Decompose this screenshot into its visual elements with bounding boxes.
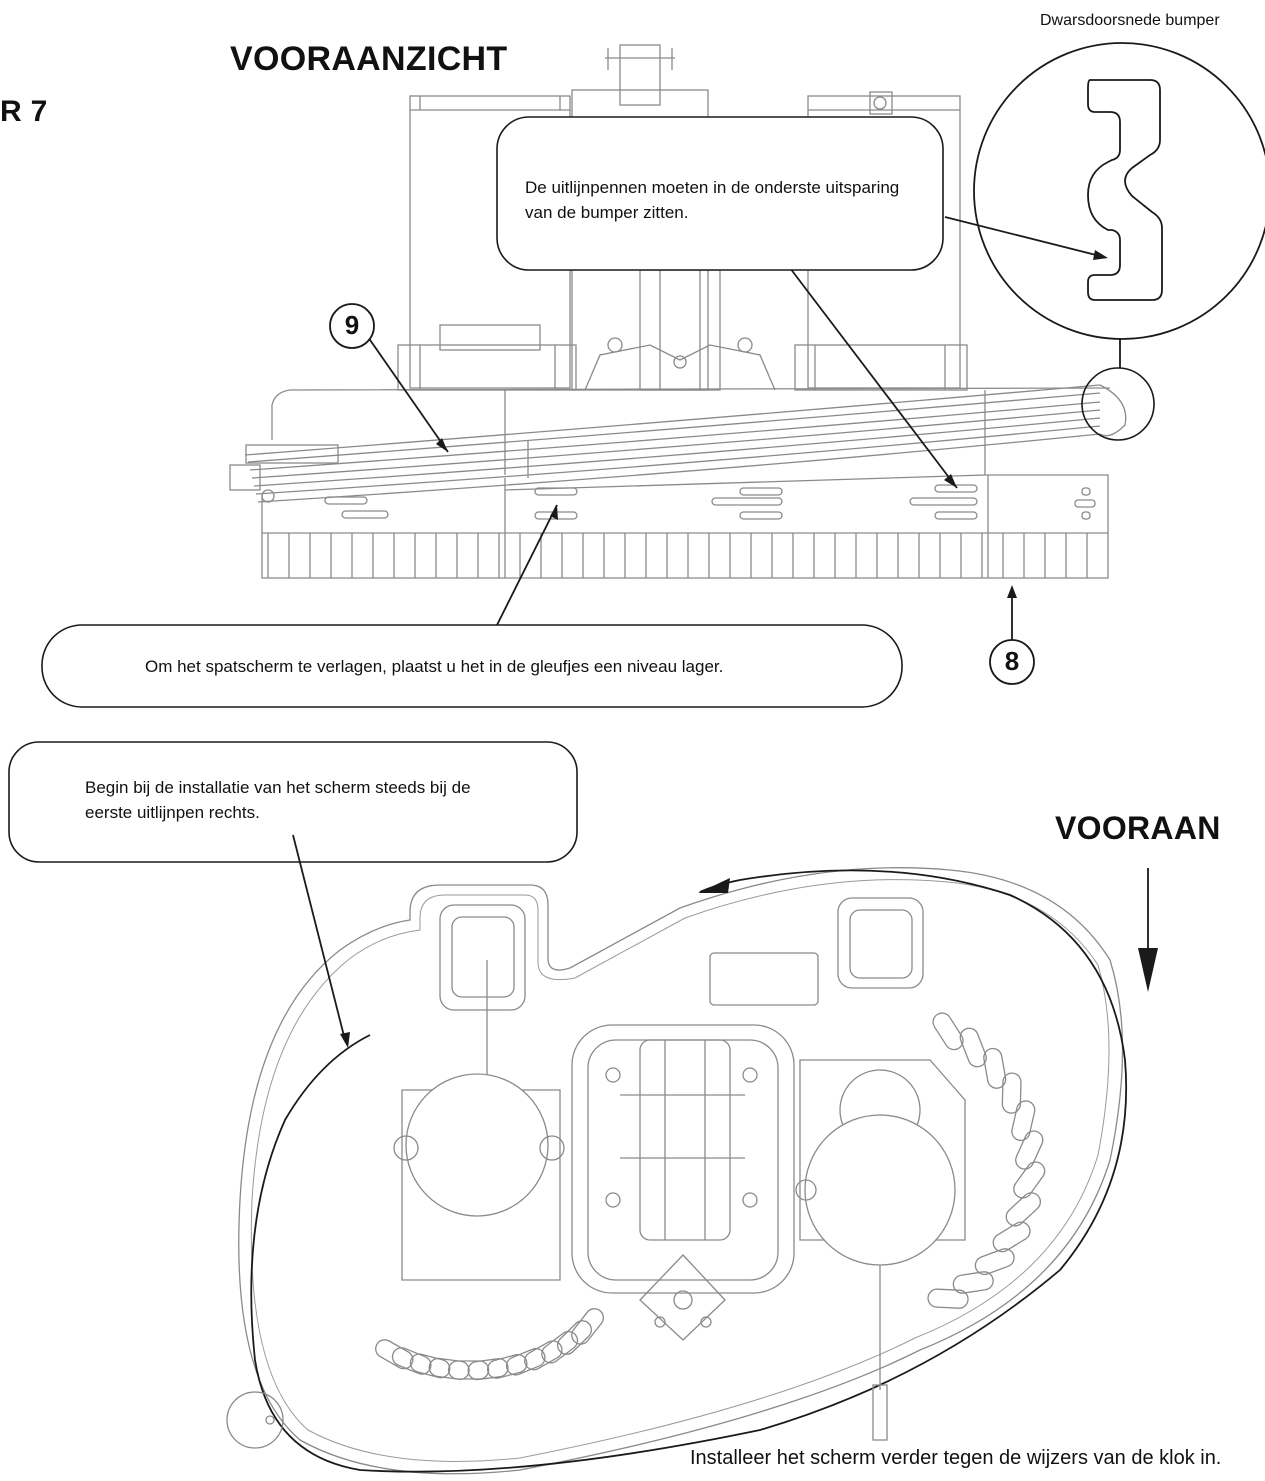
front-view-title: VOORAANZICHT — [230, 40, 508, 78]
callout-box-alignment-pins — [496, 116, 944, 271]
front-direction-label: VOORAAN — [1055, 810, 1221, 846]
vent-slot — [959, 1027, 987, 1068]
splash-shield-front — [261, 474, 1109, 579]
vent-slot — [1001, 1072, 1022, 1114]
vent-slot — [927, 1288, 969, 1309]
vent-slot — [409, 1353, 451, 1379]
cross-section-magnifier — [944, 42, 1265, 441]
vent-slot — [983, 1047, 1007, 1089]
vent-slot — [428, 1357, 470, 1380]
vent-slot — [556, 1320, 593, 1355]
bumper-front — [229, 384, 1127, 503]
vent-slot — [952, 1271, 994, 1294]
callout-lower-shield-text: Om het spatscherm te verlagen, plaatst u… — [145, 657, 724, 676]
front-direction-arrow — [1138, 948, 1158, 992]
callout-start-install-text: Begin bij de installatie van het scherm … — [85, 778, 471, 822]
vent-slot — [1013, 1161, 1046, 1199]
callout-box-start-install — [8, 741, 578, 863]
vent-slot — [486, 1353, 528, 1379]
vent-slot — [571, 1308, 605, 1345]
vent-slot — [992, 1221, 1031, 1253]
vent-slot — [974, 1248, 1015, 1276]
vent-slot — [375, 1339, 414, 1370]
vent-slot — [391, 1347, 432, 1375]
vent-slot — [524, 1340, 563, 1371]
step-fragment: R 7 — [0, 95, 48, 128]
vent-slot — [541, 1330, 579, 1364]
vent-slot — [932, 1012, 964, 1051]
vent-slot — [505, 1347, 546, 1376]
vent-slot — [447, 1360, 490, 1380]
vent-slot — [1011, 1100, 1036, 1142]
part-number-bumper: 9 — [344, 310, 360, 340]
part-number-splash-shield: 8 — [1004, 646, 1020, 676]
cross-section-label: Dwarsdoorsnede bumper — [1040, 12, 1220, 29]
vent-slot — [1015, 1130, 1044, 1170]
instruction-counterclockwise: Installeer het scherm verder tegen de wi… — [690, 1447, 1222, 1469]
vent-slot — [1005, 1192, 1042, 1227]
callout-alignment-pins-text: De uitlijnpennen moeten in de onderste u… — [525, 178, 900, 222]
deck-top-view — [226, 834, 1128, 1475]
leader-lines-top — [367, 267, 1017, 640]
callout-box-lower-shield — [41, 624, 903, 708]
vent-slot — [467, 1358, 509, 1381]
machine-body-front — [271, 44, 1111, 475]
